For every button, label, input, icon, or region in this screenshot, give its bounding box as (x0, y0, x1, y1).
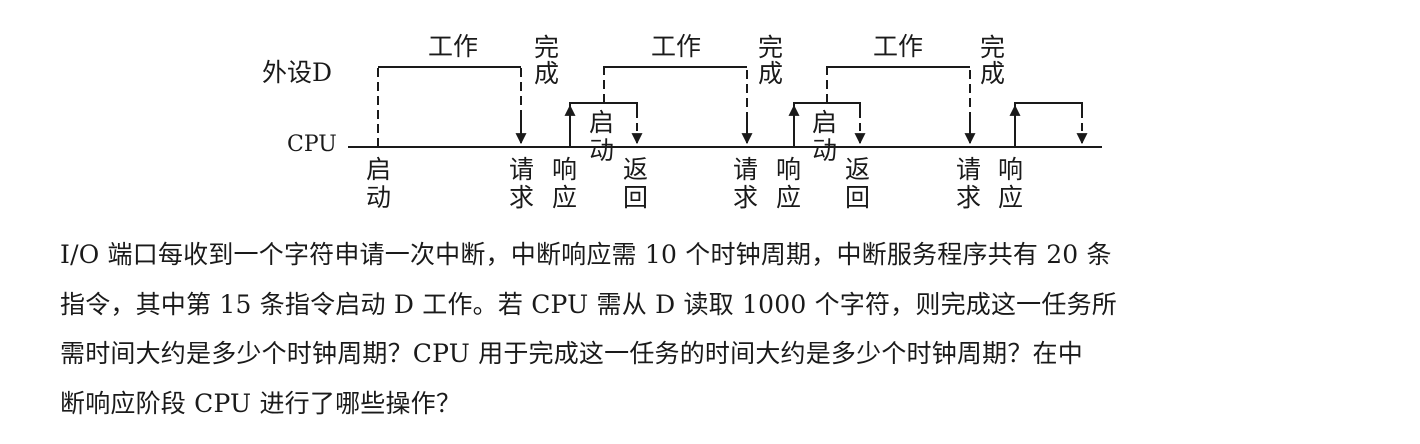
respond-label-1-bottom: 应 (552, 183, 577, 212)
device-pulse-1 (377, 66, 522, 147)
respond-label-1-top: 响 (552, 155, 577, 184)
done-label-1-bottom: 成 (534, 59, 559, 88)
work-label-3: 工作 (873, 32, 923, 61)
request-label-1-top: 请 (509, 155, 534, 184)
start-label-2-bottom: 动 (812, 136, 837, 165)
request-label-1-bottom: 求 (509, 183, 534, 212)
work-label-2: 工作 (651, 32, 701, 61)
device-d-label: 外设D (262, 58, 332, 87)
question-line-2: 指令，其中第 15 条指令启动 D 工作。若 CPU 需从 D 读取 1000 … (60, 289, 1117, 319)
request-label-2-bottom: 求 (733, 183, 758, 212)
done-label-1-top: 完 (534, 33, 559, 62)
start-label-0-bottom: 动 (366, 183, 391, 212)
request-label-3-top: 请 (956, 155, 981, 184)
cpu-label: CPU (287, 132, 337, 157)
respond-label-2-top: 响 (776, 155, 801, 184)
start-label-1-top: 启 (589, 108, 614, 137)
request-label-2-top: 请 (733, 155, 758, 184)
device-pulse-2 (603, 66, 748, 143)
start-label-0-top: 启 (366, 155, 391, 184)
start-label-1-bottom: 动 (589, 136, 614, 165)
done-label-3-top: 完 (980, 33, 1005, 62)
return-label-1-top: 返 (623, 155, 648, 184)
respond-label-2-bottom: 应 (776, 183, 801, 212)
done-label-2-bottom: 成 (758, 59, 783, 88)
question-line-3: 需时间大约是多少个时钟周期？CPU 用于完成这一任务的时间大约是多少个时钟周期？… (60, 339, 1083, 368)
cpu-service-pulse-3 (1014, 102, 1083, 147)
done-label-3-bottom: 成 (980, 59, 1005, 88)
done-label-2-top: 完 (758, 33, 783, 62)
io-interrupt-timing-diagram: 外设D CPU 工作 工作 工作 完 成 完 成 完 成 启 动 启 动 启 动… (262, 32, 1102, 212)
question-line-1: I/O 端口每收到一个字符申请一次中断，中断响应需 10 个时钟周期，中断服务程… (60, 240, 1112, 269)
respond-label-3-bottom: 应 (998, 183, 1023, 212)
respond-label-3-top: 响 (998, 155, 1023, 184)
return-label-2-top: 返 (845, 155, 870, 184)
request-label-3-bottom: 求 (956, 183, 981, 212)
return-label-1-bottom: 回 (623, 183, 648, 212)
work-label-1: 工作 (428, 32, 478, 61)
return-label-2-bottom: 回 (845, 183, 870, 212)
question-text: I/O 端口每收到一个字符申请一次中断，中断响应需 10 个时钟周期，中断服务程… (60, 230, 1410, 428)
device-pulse-3 (826, 66, 971, 143)
question-line-4: 断响应阶段 CPU 进行了哪些操作？ (60, 388, 462, 418)
start-label-2-top: 启 (812, 108, 837, 137)
